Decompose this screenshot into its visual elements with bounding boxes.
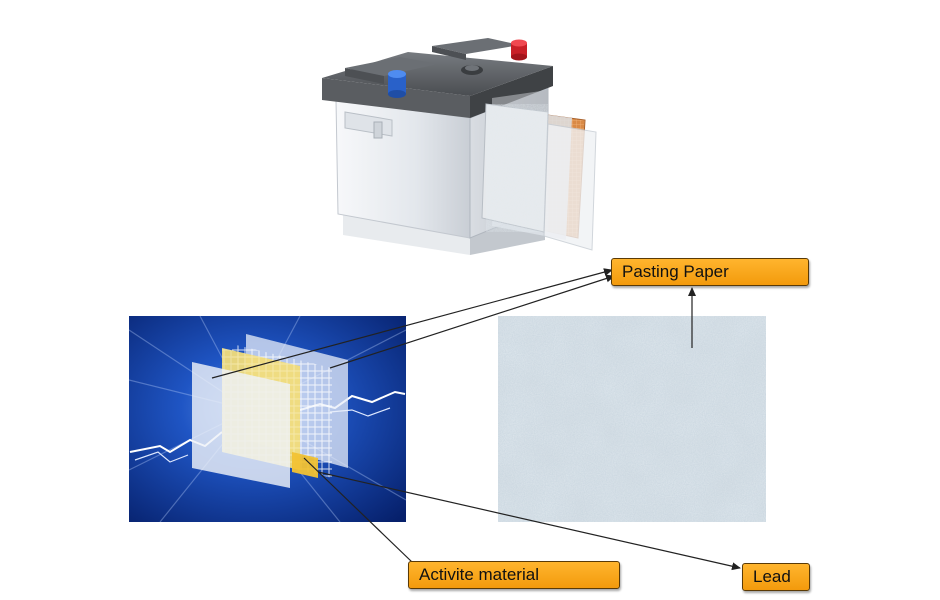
label-pasting-paper: Pasting Paper [611,258,809,286]
battery-cutaway-plates [481,90,597,251]
leader-lines [211,268,741,571]
label-active-material: Activite material [408,561,620,589]
line-to-active-material [303,457,413,563]
negative-terminal [388,70,406,98]
arrow-to-pasting-paper-1 [211,268,613,379]
positive-terminal [511,39,527,61]
label-lead: Lead [742,563,810,591]
pasting-paper-photo [498,316,766,522]
electrode-panel [128,315,407,523]
arrow-to-pasting-paper-2 [329,274,615,369]
arrow-to-lead [317,471,741,571]
